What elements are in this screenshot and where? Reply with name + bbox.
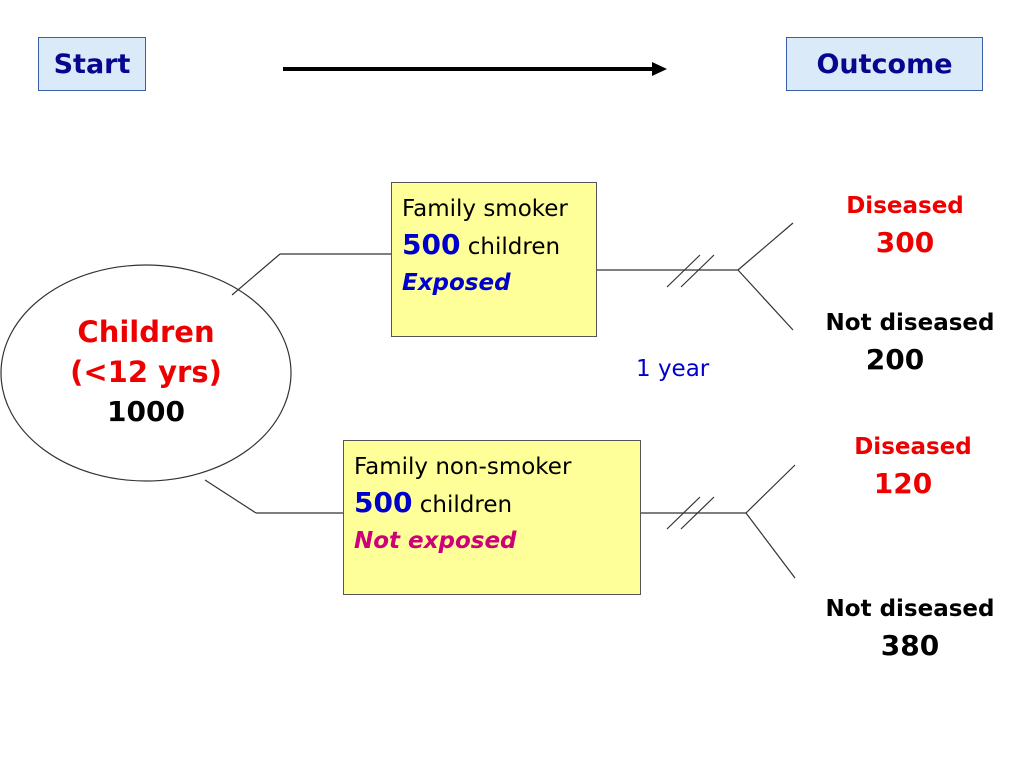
- unexposed-not-diseased-label: Not diseased: [825, 596, 995, 622]
- population-age: (<12 yrs): [70, 355, 222, 389]
- start-label: Start: [53, 48, 131, 80]
- unexposed-group-status: Not exposed: [354, 528, 517, 554]
- population-circle: [0, 264, 292, 482]
- unexposed-group-unit: children: [419, 492, 513, 518]
- unexposed-break-mark-1: [666, 496, 701, 530]
- outcome-label: Outcome: [816, 48, 953, 80]
- unexposed-diseased-count: 120: [873, 467, 933, 500]
- exposed-diseased-count: 300: [875, 226, 935, 259]
- exposed-group-count: 500: [402, 228, 461, 261]
- exposed-break-mark-1: [666, 254, 701, 288]
- branch-lower-diag: [204, 479, 257, 514]
- exposed-group-unit: children: [467, 234, 561, 260]
- timeline-arrow-head: [652, 62, 667, 76]
- unexposed-fork-up: [745, 464, 796, 514]
- exposed-not-diseased-label: Not diseased: [825, 310, 995, 336]
- unexposed-group-box: Family non-smoker 500 children Not expos…: [343, 440, 641, 595]
- exposed-not-diseased-outcome: Not diseased 200: [805, 305, 1015, 379]
- exposed-fork-up: [737, 222, 794, 271]
- exposed-fork-down: [737, 269, 794, 331]
- exposed-group-title: Family smoker: [402, 196, 568, 222]
- exposed-not-diseased-count: 200: [865, 343, 925, 376]
- follow-up-label: 1 year: [636, 356, 710, 382]
- exposed-group-count-line: 500 children: [402, 227, 586, 265]
- unexposed-diseased-label: Diseased: [854, 434, 972, 460]
- unexposed-diseased-outcome: Diseased 120: [828, 429, 998, 503]
- unexposed-break-mark-2: [680, 496, 715, 530]
- exposed-group-status: Exposed: [402, 270, 511, 296]
- population-text: Children (<12 yrs) 1000: [46, 312, 246, 432]
- population-count: 1000: [107, 395, 185, 428]
- population-label: Children: [77, 315, 215, 349]
- exposed-diseased-label: Diseased: [846, 193, 964, 219]
- start-label-box: Start: [38, 37, 146, 91]
- exposed-break-mark-2: [680, 254, 715, 288]
- unexposed-not-diseased-outcome: Not diseased 380: [805, 591, 1015, 665]
- unexposed-group-count-line: 500 children: [354, 485, 630, 523]
- exposed-diseased-outcome: Diseased 300: [820, 188, 990, 262]
- unexposed-group-count: 500: [354, 486, 413, 519]
- exposed-group-box: Family smoker 500 children Exposed: [391, 182, 597, 337]
- unexposed-fork-down: [745, 512, 796, 579]
- branch-upper-diag: [231, 253, 281, 296]
- unexposed-group-title: Family non-smoker: [354, 454, 572, 480]
- outcome-label-box: Outcome: [786, 37, 983, 91]
- unexposed-not-diseased-count: 380: [880, 629, 940, 662]
